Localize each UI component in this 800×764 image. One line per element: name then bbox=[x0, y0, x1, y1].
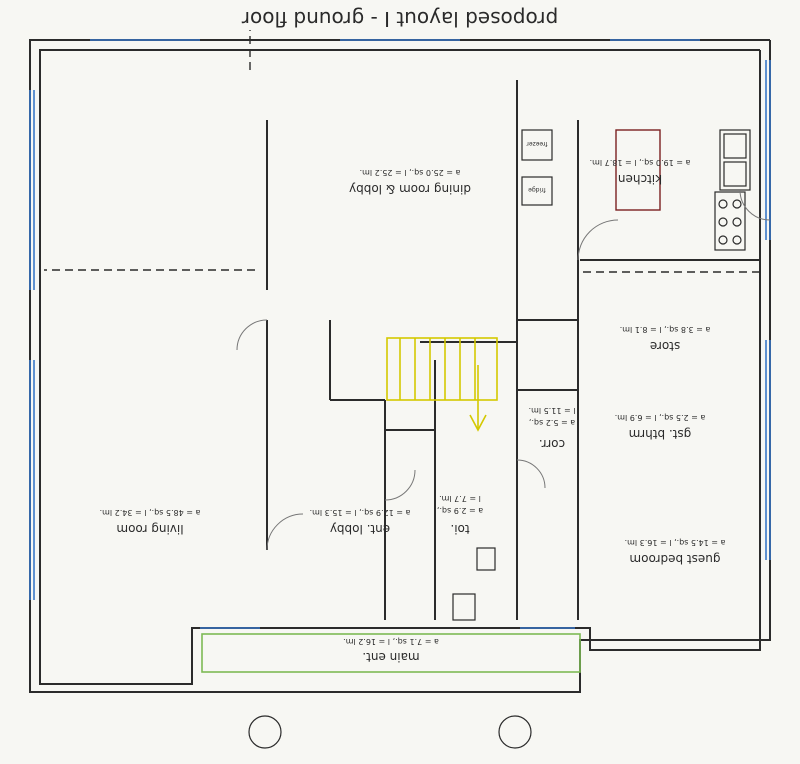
toilet-fixture bbox=[452, 593, 476, 621]
gst-bthrm-info: a = 2.5 sq., l = 6.9 lm. bbox=[615, 413, 706, 422]
toi-label: toi. bbox=[450, 522, 469, 536]
freezer-label: freezer bbox=[526, 140, 548, 147]
ent-lobby-label: ent. lobby bbox=[330, 522, 390, 536]
store-label: store bbox=[650, 339, 680, 353]
store-info: a = 3.8 sq., l = 8.1 lm. bbox=[620, 325, 711, 334]
guest-bedroom-info: a = 14.5 sq., l = 16.3 lm. bbox=[625, 538, 726, 547]
staircase bbox=[386, 337, 498, 432]
guest-bedroom-label: guest bedroom bbox=[629, 552, 720, 566]
door-swing-kitchen bbox=[577, 219, 619, 261]
toi-info-l: l = 7.7 lm. bbox=[439, 494, 481, 503]
ent-lobby-info: a = 12.9 sq., l = 15.3 lm. bbox=[310, 508, 411, 517]
kitchen-hob bbox=[714, 191, 746, 251]
inner-wall-line bbox=[39, 49, 761, 685]
toi-info-a: a = 2.9 sq., bbox=[437, 506, 483, 515]
sink-bowl-1 bbox=[723, 161, 747, 187]
kitchen-info: a = 19.0 sq., l = 18.7 lm. bbox=[590, 158, 691, 167]
door-swing-ent-lobby bbox=[266, 513, 304, 551]
plan-rotated-group: proposed layout I - ground floor main en… bbox=[29, 7, 771, 749]
fridge-box bbox=[521, 176, 553, 206]
kitchen-label: kitchen bbox=[618, 172, 662, 186]
hob-6 bbox=[718, 199, 728, 209]
hob-5 bbox=[732, 199, 742, 209]
sink-bowl-2 bbox=[723, 133, 747, 159]
entrance-pillar-left bbox=[498, 715, 532, 749]
hob-1 bbox=[732, 235, 742, 245]
kitchen-sink bbox=[719, 129, 751, 191]
door-swing-kitchen-outer bbox=[739, 189, 771, 221]
outer-wall bbox=[29, 39, 771, 693]
door-swing-toilet bbox=[384, 469, 416, 501]
freezer-box bbox=[521, 129, 553, 161]
main-ent-info: a = 7.1 sq., l = 16.2 lm. bbox=[343, 637, 439, 646]
main-ent-label: main ent. bbox=[362, 650, 419, 664]
gst-bthrm-label: gst. bthrm bbox=[629, 427, 692, 441]
living-room-info: a = 48.5 sq., l = 34.2 lm. bbox=[100, 508, 201, 517]
hob-2 bbox=[718, 235, 728, 245]
corr-info-a: a = 5.2 sq., bbox=[529, 418, 575, 427]
entrance-pillar-right bbox=[248, 715, 282, 749]
hob-3 bbox=[732, 217, 742, 227]
door-swing-living bbox=[236, 319, 268, 351]
corr-label: corr. bbox=[539, 437, 565, 451]
corr-info-l: l = 11.5 lm. bbox=[529, 406, 576, 415]
kitchen-island bbox=[615, 129, 661, 211]
basin-fixture bbox=[476, 547, 496, 571]
main-entrance-area bbox=[201, 633, 581, 673]
plan-title: proposed layout I - ground floor bbox=[241, 7, 558, 31]
dining-info: a = 25.0 sq., l = 25.2 lm. bbox=[360, 168, 461, 177]
dining-label: dining room & lobby bbox=[349, 182, 471, 196]
living-room-label: living room bbox=[116, 522, 183, 536]
door-swing-corridor bbox=[516, 459, 546, 489]
fridge-label: fridge bbox=[528, 186, 546, 193]
hob-4 bbox=[718, 217, 728, 227]
